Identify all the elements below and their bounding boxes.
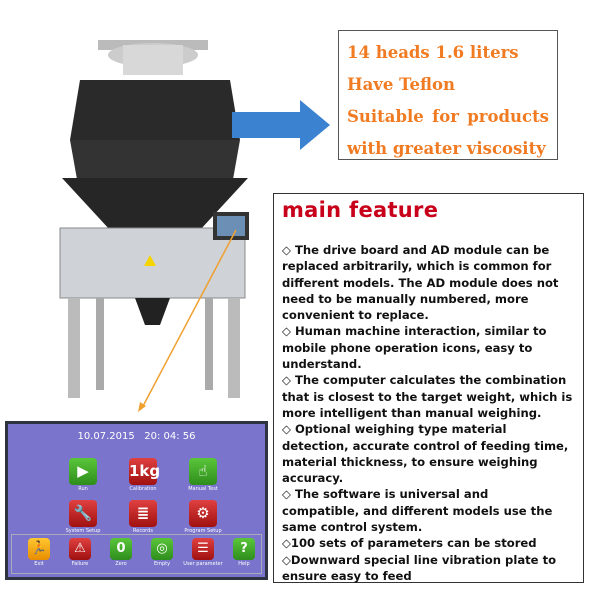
system-setup-icon: 🔧 (69, 500, 97, 527)
icon-label: Program Setup (184, 528, 222, 534)
calibration-icon: 1kg (129, 458, 160, 485)
feature-line: understand. (282, 357, 362, 372)
icon-label: User parameter (183, 561, 223, 567)
zero-icon: 0 (110, 538, 132, 560)
feature-line: replaced arbitrarily, which is common fo… (282, 259, 552, 274)
spec-line: Have Teflon (347, 75, 455, 94)
help-icon: ? (233, 538, 255, 560)
feature-line: ◇ The computer calculates the combinatio… (282, 373, 567, 388)
icon-label: Help (238, 561, 250, 567)
feature-line: different models. The AD module does not (282, 275, 559, 290)
icon-label: Records (133, 528, 153, 534)
main-feature-box: main feature ◇ The drive board and AD mo… (273, 193, 584, 583)
feature-line: accuracy. (282, 471, 344, 486)
manual-test-icon: ☝ (189, 458, 217, 485)
spec-line: with greater viscosity (347, 139, 546, 158)
menu-system-setup-button[interactable]: 🔧System Setup (66, 500, 100, 534)
spec-line: 14 heads 1.6 liters (347, 43, 519, 62)
time: 20: 04: 56 (144, 431, 196, 442)
program-setup-icon: ⚙ (189, 500, 217, 527)
datetime: 10.07.2015 20: 04: 56 (8, 431, 265, 442)
feature-line: ◇100 sets of parameters can be stored (282, 536, 537, 551)
menu-run-button[interactable]: ▶Run (68, 458, 98, 492)
icon-label: Manual Test (188, 486, 218, 492)
toolbar-user-parameter-button[interactable]: ☰User parameter (183, 538, 223, 567)
feature-line: need to be manually numbered, more (282, 291, 529, 306)
word: for (432, 107, 459, 126)
icon-label: Calibration (129, 486, 157, 492)
menu-records-button[interactable]: ≣Records (128, 500, 158, 534)
toolbar-failure-button[interactable]: ⚠Failure (65, 538, 95, 567)
icon-label: Exit (34, 561, 44, 567)
feature-line: ◇ Optional weighing type material (282, 422, 507, 437)
spec-box: 14 heads 1.6 liters Have Teflon Suitable… (338, 30, 558, 160)
icon-label: System Setup (65, 528, 101, 534)
records-icon: ≣ (129, 500, 157, 527)
menu-manual-test-button[interactable]: ☝Manual Test (188, 458, 218, 492)
user-parameter-icon: ☰ (192, 538, 214, 560)
feature-line: detection, accurate control of feeding t… (282, 438, 569, 453)
multihead-weigher-machine-image (59, 40, 330, 412)
toolbar-empty-button[interactable]: ◎Empty (147, 538, 177, 567)
feature-line: same control system. (282, 520, 423, 535)
feature-line: ◇ Human machine interaction, similar to (282, 324, 547, 339)
exit-icon: 🏃 (28, 538, 50, 560)
icon-label: Failure (71, 561, 89, 567)
feature-line: ensure easy to feed (282, 568, 412, 583)
icon-label: Empty (153, 561, 171, 567)
word: products (467, 107, 549, 126)
toolbar-help-button[interactable]: ?Help (229, 538, 259, 567)
arrow-right-icon (232, 100, 330, 150)
run-icon: ▶ (69, 458, 97, 485)
feature-line: ◇Downward special line vibration plate t… (282, 552, 557, 567)
word: Suitable (347, 107, 424, 126)
spec-line: Suitable for products (347, 101, 549, 133)
date: 10.07.2015 (77, 431, 135, 442)
icon-label: Zero (115, 561, 127, 567)
feature-line: that is closest to the target weight, wh… (282, 389, 573, 404)
failure-icon: ⚠ (69, 538, 91, 560)
feature-title: main feature (282, 198, 439, 222)
empty-icon: ◎ (151, 538, 173, 560)
icon-label: Run (78, 486, 88, 492)
feature-line: more intelligent than manual weighing. (282, 405, 542, 420)
feature-line: ◇ The drive board and AD module can be (282, 243, 550, 257)
feature-line: compatible, and different models use the (282, 503, 553, 518)
feature-line: convenient to replace. (282, 308, 429, 323)
feature-line: material thickness, to ensure weighing (282, 454, 538, 469)
feature-line: mobile phone operation icons, easy to (282, 340, 533, 355)
menu-program-setup-button[interactable]: ⚙Program Setup (184, 500, 222, 534)
toolbar-exit-button[interactable]: 🏃Exit (24, 538, 54, 567)
feature-line: ◇ The software is universal and (282, 487, 489, 502)
